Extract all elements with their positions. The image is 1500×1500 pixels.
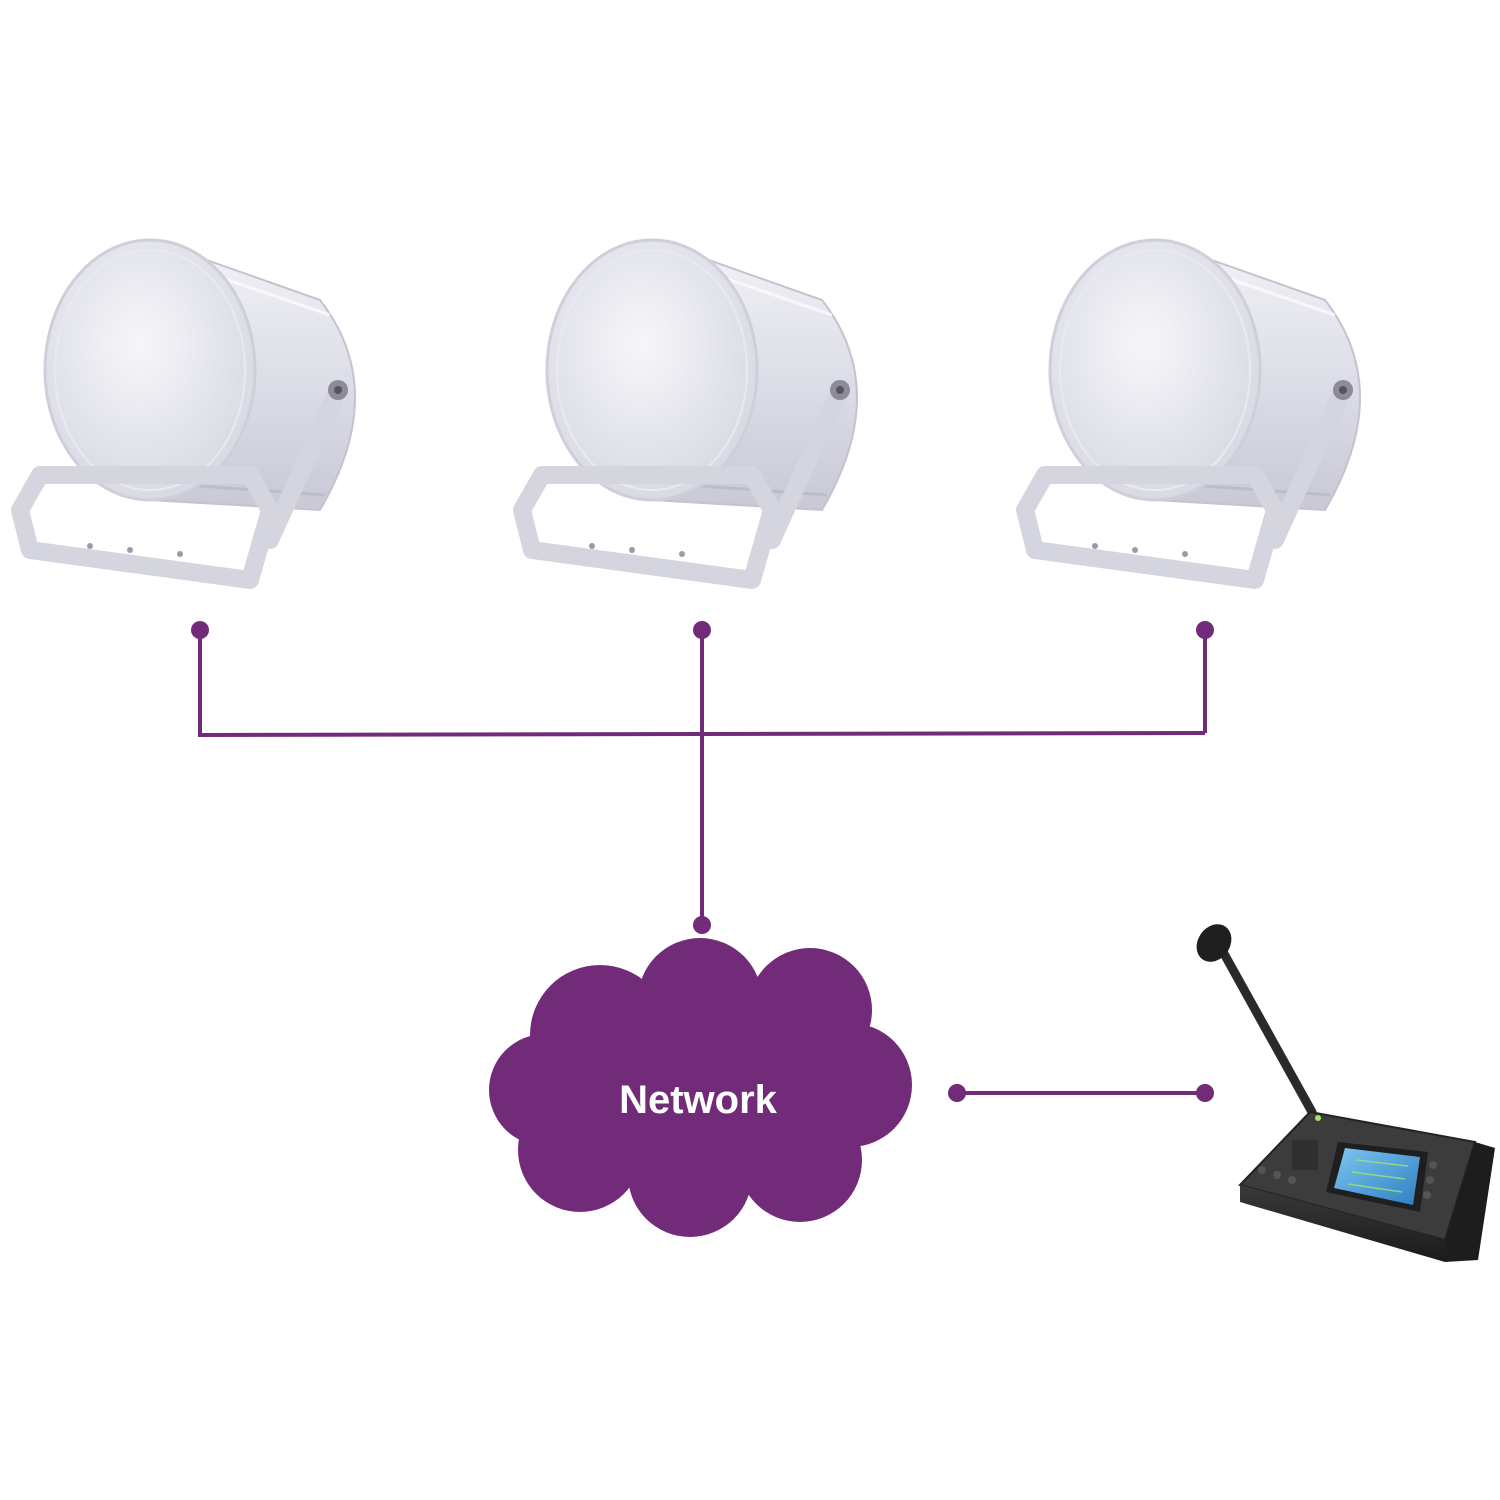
paging-microphone-console-icon [1196, 924, 1495, 1262]
connector-dot [1196, 1084, 1214, 1102]
connection-dots [191, 621, 1214, 1102]
connector-dot [693, 916, 711, 934]
connector-dot [1196, 621, 1214, 639]
speaker-icon [522, 240, 857, 580]
network-cloud: Network [489, 938, 912, 1237]
connector-dot [948, 1084, 966, 1102]
speaker-1-line [198, 630, 1206, 738]
speaker-3 [1025, 240, 1360, 580]
cloud-icon [489, 938, 912, 1237]
speaker-icon [20, 240, 355, 580]
speaker-2 [522, 240, 857, 580]
speaker-icon [1025, 240, 1360, 580]
network-label: Network [619, 1078, 778, 1122]
connector-dot [191, 621, 209, 639]
connector-dot [693, 621, 711, 639]
speaker-1 [20, 240, 355, 580]
connection-lines [198, 630, 1207, 1095]
paging-console [1196, 924, 1495, 1262]
